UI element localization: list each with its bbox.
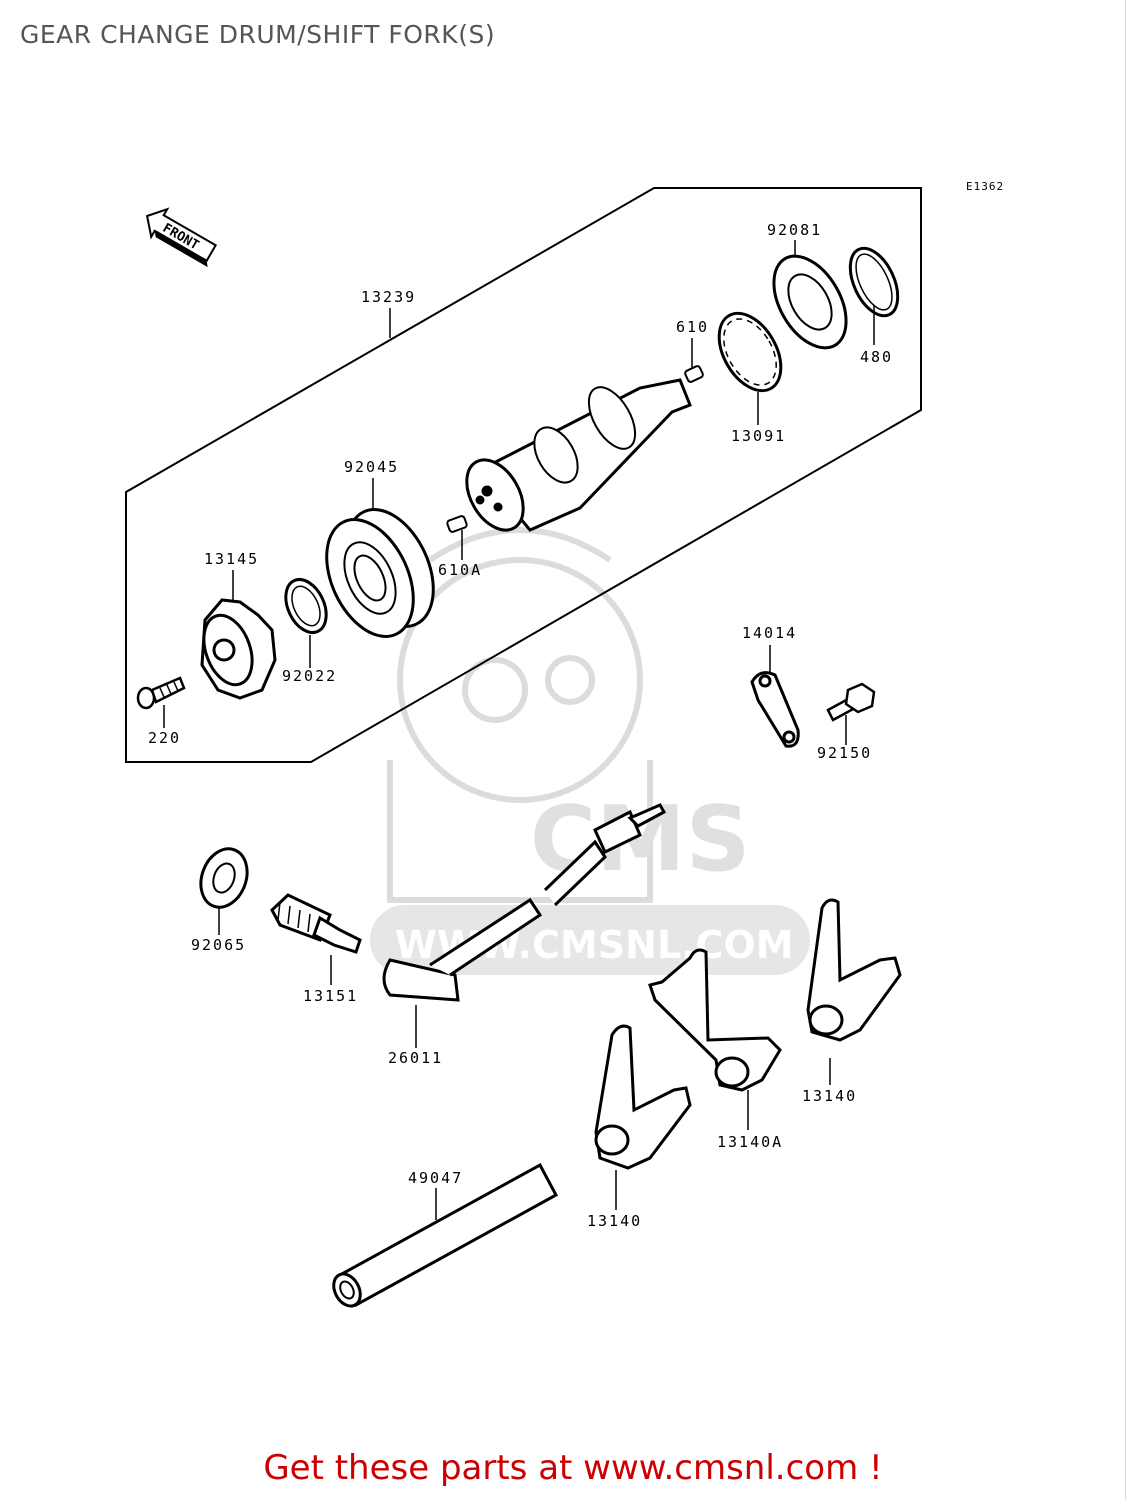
promo-link[interactable]: Get these parts at www.cmsnl.com ! — [263, 1448, 883, 1488]
fork-13140-right-icon — [806, 898, 902, 1042]
shaft-49047-icon — [332, 1162, 559, 1308]
callout-92150: 92150 — [817, 744, 872, 762]
callout-92081: 92081 — [767, 221, 822, 239]
callout-92022: 92022 — [282, 667, 337, 685]
callout-92045: 92045 — [344, 458, 399, 476]
pin-610a-icon — [446, 515, 468, 533]
fork-13140a-icon — [648, 948, 782, 1092]
pin-610-icon — [684, 365, 704, 383]
switch-13151-icon — [270, 893, 362, 954]
washer-92065-icon — [199, 847, 249, 909]
callout-13140a: 13140A — [717, 1133, 783, 1151]
drum-13239-icon — [465, 378, 692, 532]
callout-14014: 14014 — [742, 624, 797, 642]
fork-13140-left-icon — [594, 1024, 692, 1170]
bolt-92150-icon — [826, 682, 876, 722]
callout-49047: 49047 — [408, 1169, 463, 1187]
callout-13091: 13091 — [731, 427, 786, 445]
callout-13239: 13239 — [361, 288, 416, 306]
o-ring-92022-icon — [284, 578, 328, 634]
callout-13140-right: 13140 — [802, 1087, 857, 1105]
circlip-480-icon — [848, 246, 900, 318]
divider — [1125, 0, 1126, 1500]
page-title: GEAR CHANGE DRUM/SHIFT FORK(S) — [20, 20, 496, 49]
callout-13140-left: 13140 — [587, 1212, 642, 1230]
callout-13145: 13145 — [204, 550, 259, 568]
plate-92081-icon — [772, 254, 848, 350]
watermark: CMS WWW.CMSNL.COM — [370, 527, 810, 975]
front-arrow-icon: FRONT — [145, 207, 218, 268]
ref-code: E1362 — [966, 180, 1004, 193]
parts-diagram: CMS WWW.CMSNL.COM E1362 FRONT — [125, 180, 1004, 1308]
callout-480: 480 — [860, 348, 893, 366]
cam-13091-icon — [717, 311, 783, 393]
assembly-outline — [125, 187, 922, 763]
callout-610: 610 — [676, 318, 709, 336]
bearing-92045-icon — [325, 508, 435, 638]
leader-lines — [163, 240, 875, 1220]
callout-610a: 610A — [438, 561, 482, 579]
screw-220-icon — [136, 676, 186, 710]
plate-14014-icon — [750, 671, 800, 748]
hose-26011-icon — [382, 803, 667, 1002]
star-13145-icon — [200, 598, 277, 700]
callout-26011: 26011 — [388, 1049, 443, 1067]
callout-220: 220 — [148, 729, 181, 747]
callout-92065: 92065 — [191, 936, 246, 954]
callout-13151: 13151 — [303, 987, 358, 1005]
